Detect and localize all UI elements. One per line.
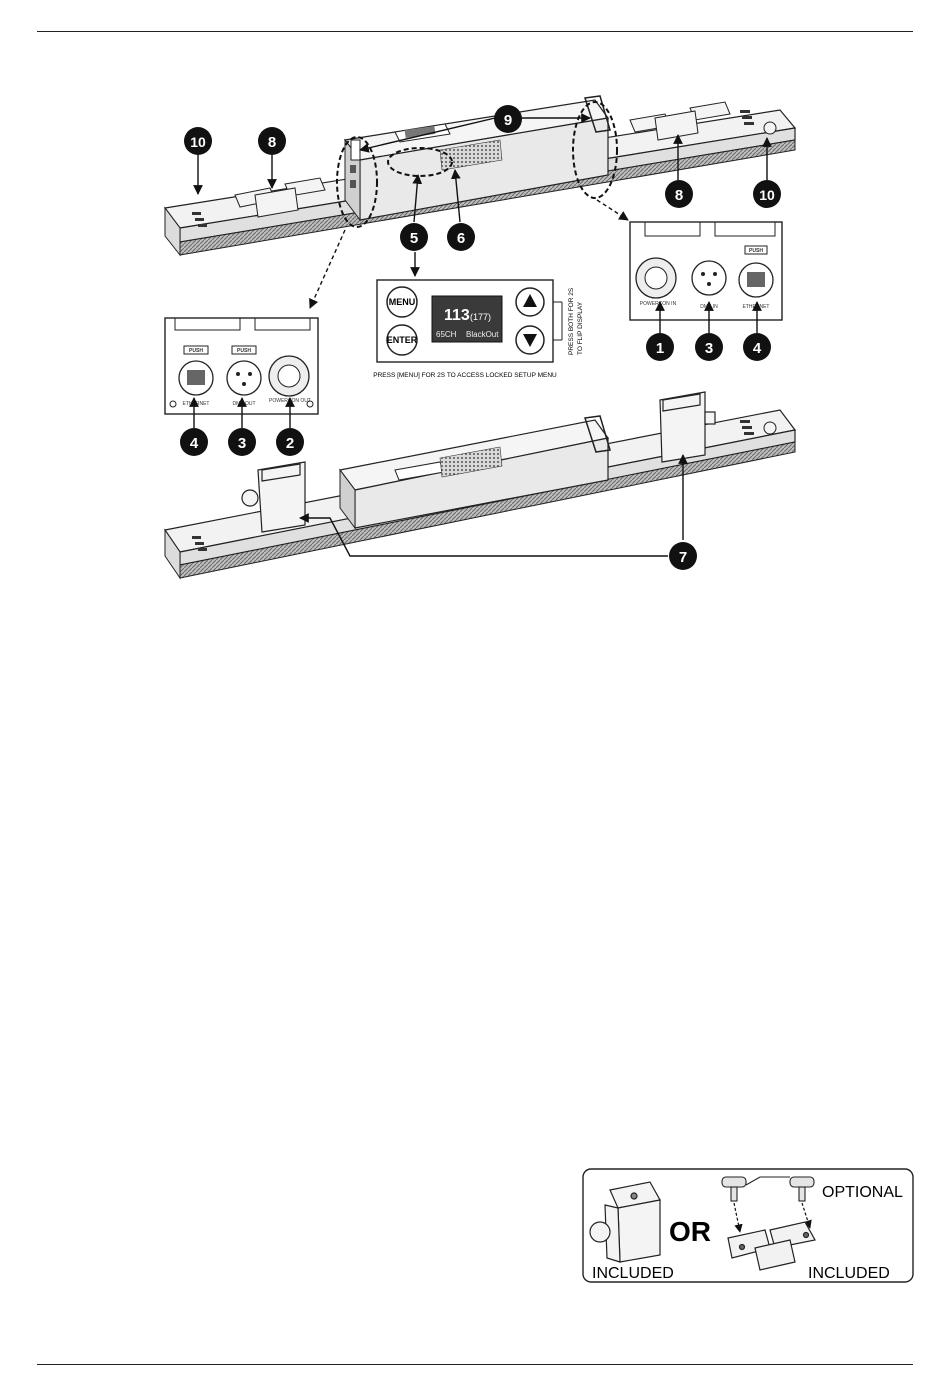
side-note-1: PRESS BOTH FOR 2S bbox=[568, 287, 575, 355]
display-channel: 65CH bbox=[436, 330, 457, 339]
push-label-ethernet: PUSH bbox=[189, 348, 203, 354]
callout-10-right: 10 bbox=[753, 180, 781, 208]
dmx-out-label: DMX OUT bbox=[232, 401, 255, 407]
bottom-fixture bbox=[165, 392, 795, 578]
callout-8-right: 8 bbox=[665, 180, 693, 208]
dmx-in-icon bbox=[692, 261, 726, 295]
svg-text:5: 5 bbox=[410, 230, 418, 247]
included-left-label: INCLUDED bbox=[592, 1265, 674, 1282]
svg-text:10: 10 bbox=[759, 187, 775, 203]
side-note-2: TO FLIP DISPLAY bbox=[577, 301, 584, 355]
included-right-label: INCLUDED bbox=[808, 1265, 890, 1282]
svg-text:3: 3 bbox=[705, 340, 713, 357]
callout-9: 9 bbox=[494, 105, 522, 133]
svg-text:3: 3 bbox=[238, 435, 246, 452]
dmx-out-icon bbox=[227, 361, 261, 395]
svg-text:1: 1 bbox=[656, 340, 664, 357]
enter-label: ENTER bbox=[387, 335, 418, 345]
power-in-label: POWERCON IN bbox=[640, 301, 677, 307]
ethernet-label-right: ETHERNET bbox=[743, 304, 770, 310]
callout-4-left: 4 bbox=[180, 428, 208, 456]
bottom-note: PRESS [MENU] FOR 2S TO ACCESS LOCKED SET… bbox=[373, 372, 557, 379]
callout-7: 7 bbox=[669, 542, 697, 570]
callout-6: 6 bbox=[447, 223, 475, 251]
callout-4-right: 4 bbox=[743, 333, 771, 361]
push-label-dmx: PUSH bbox=[237, 348, 251, 354]
svg-text:7: 7 bbox=[679, 549, 687, 566]
callout-1: 1 bbox=[646, 333, 674, 361]
right-connector-panel: POWERCON IN DMX IN PUSH ETHERNET bbox=[630, 222, 782, 320]
svg-text:4: 4 bbox=[753, 340, 762, 357]
svg-text:8: 8 bbox=[268, 134, 276, 151]
svg-text:4: 4 bbox=[190, 435, 199, 452]
svg-text:2: 2 bbox=[286, 435, 294, 452]
callout-3-right: 3 bbox=[695, 333, 723, 361]
svg-text:6: 6 bbox=[457, 230, 465, 247]
bracket-options: INCLUDED OR OPTIONAL INCLUDED bbox=[583, 1169, 913, 1282]
svg-text:10: 10 bbox=[190, 134, 206, 150]
ethernet-label: ETHERNET bbox=[183, 401, 210, 407]
callout-5: 5 bbox=[400, 223, 428, 251]
display-sub-value: (177) bbox=[470, 312, 491, 322]
svg-text:9: 9 bbox=[504, 112, 512, 129]
display-mode: BlackOut bbox=[466, 330, 499, 339]
callout-3-left: 3 bbox=[228, 428, 256, 456]
or-label: OR bbox=[669, 1216, 711, 1247]
callout-10-left: 10 bbox=[184, 127, 212, 155]
callout-2: 2 bbox=[276, 428, 304, 456]
callout-8-left: 8 bbox=[258, 127, 286, 155]
optional-label: OPTIONAL bbox=[822, 1184, 903, 1201]
svg-text:8: 8 bbox=[675, 187, 683, 204]
menu-label: MENU bbox=[389, 297, 416, 307]
control-panel: MENU ENTER 113 (177) 65CH BlackOut PRESS… bbox=[373, 280, 584, 379]
push-label-right: PUSH bbox=[749, 248, 763, 254]
display-main-value: 113 bbox=[444, 307, 470, 324]
